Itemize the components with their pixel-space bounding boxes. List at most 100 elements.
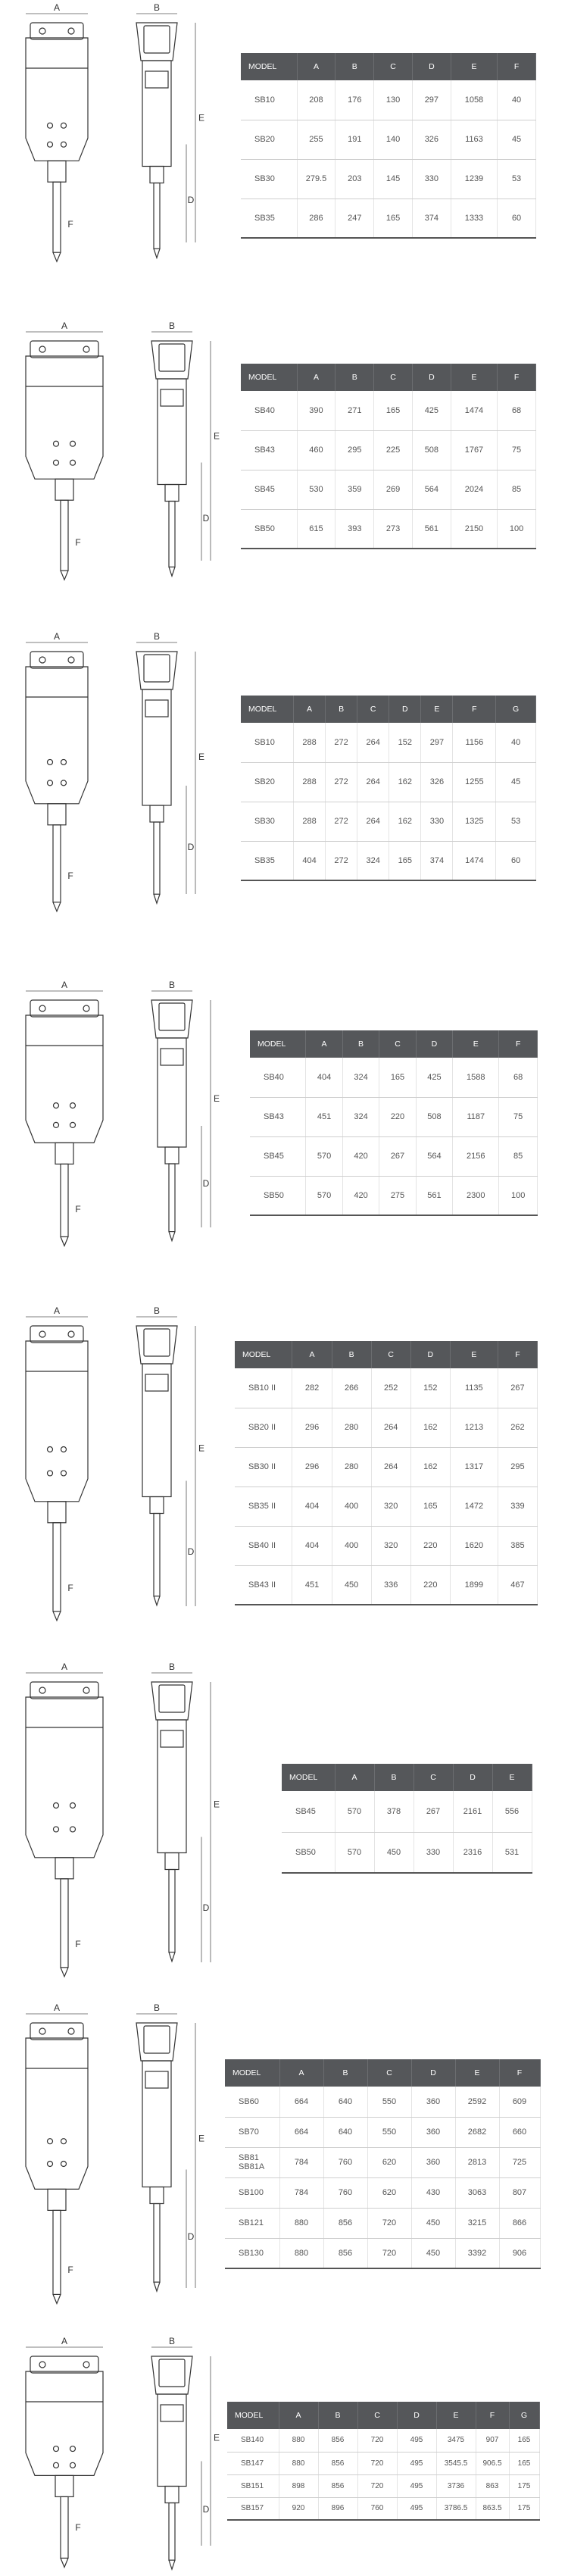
value-cell: 2592 [455,2087,500,2118]
value-cell: 175 [509,2474,540,2498]
value-cell: 425 [416,1058,454,1098]
dim-label-e: E [214,1799,220,1810]
dimension-lines [26,2346,211,2546]
dim-label-d: D [203,1178,210,1189]
table-header: B [332,1341,372,1368]
dimension-lines [26,1672,211,1962]
value-cell: 420 [342,1136,380,1177]
value-cell: 330 [420,802,454,842]
table-header: E [436,2402,476,2429]
table-header: MODEL [282,1764,335,1791]
value-cell: 297 [420,723,454,763]
breaker-side-view [25,2356,104,2568]
dim-label-d: D [188,2231,195,2242]
value-cell: 495 [397,2429,437,2453]
value-cell: 297 [412,80,451,120]
value-cell: 720 [357,2429,398,2453]
table-header: E [451,53,498,80]
table-header: C [379,1030,417,1058]
table-header: B [335,364,375,391]
model-cell: SB30 [241,159,298,199]
value-cell: 404 [293,841,326,881]
value-cell: 1333 [451,199,498,239]
model-cell: SB35 [241,199,298,239]
value-cell: 784 [279,2177,324,2209]
value-cell: 152 [389,723,422,763]
value-cell: 856 [323,2238,368,2269]
dim-label-b: B [169,1662,175,1672]
table-header: F [499,2059,541,2087]
value-cell: 220 [410,1526,451,1566]
value-cell: 495 [397,2452,437,2475]
value-cell: 100 [498,1176,538,1216]
model-cell: SB10 II [235,1368,293,1408]
table-header: A [335,1764,375,1791]
value-cell: 564 [412,470,451,510]
value-cell: 390 [297,391,336,431]
value-cell: 267 [414,1791,454,1833]
value-cell: 339 [498,1487,538,1527]
value-cell: 272 [325,762,358,802]
value-cell: 264 [371,1447,411,1487]
value-cell: 267 [498,1368,538,1408]
value-cell: 336 [371,1565,411,1605]
dim-label-e: E [198,752,204,762]
model-cell: SB45 [282,1791,335,1833]
value-cell: 130 [373,80,413,120]
value-cell: 880 [279,2208,324,2239]
value-cell: 640 [323,2117,368,2148]
value-cell: 866 [499,2208,541,2239]
dim-label-d: D [188,195,195,205]
value-cell: 863 [476,2474,510,2498]
value-cell: 784 [279,2147,324,2178]
table-header: E [450,1341,498,1368]
model-cell: SB50 [241,509,298,549]
dim-label-a: A [54,631,60,642]
dim-label-b: B [154,2,160,13]
value-cell: 393 [335,509,375,549]
value-cell: 385 [498,1526,538,1566]
value-cell: 531 [492,1832,532,1874]
dim-label-b: B [169,320,175,331]
dim-label-f: F [75,2522,80,2533]
dim-label-b: B [154,631,160,642]
value-cell: 3545.5 [436,2452,476,2475]
value-cell: 720 [367,2208,412,2239]
table-header: D [410,1341,451,1368]
dim-label-f: F [67,219,73,230]
table-header: A [279,2059,324,2087]
value-cell: 360 [411,2087,456,2118]
value-cell: 264 [357,762,390,802]
value-cell: 330 [414,1832,454,1874]
value-cell: 451 [305,1097,343,1137]
table-header: F [476,2402,510,2429]
value-cell: 3392 [455,2238,500,2269]
value-cell: 45 [495,762,536,802]
value-cell: 1317 [450,1447,498,1487]
value-cell: 330 [412,159,451,199]
dim-label-b: B [154,2002,160,2013]
table-header: E [451,364,498,391]
table-header: B [335,53,375,80]
dimension-lines [26,2013,196,2288]
value-cell: 856 [318,2429,358,2453]
value-cell: 295 [335,430,375,470]
value-cell: 324 [342,1097,380,1137]
value-cell: 374 [412,199,451,239]
model-cell: SB43 [241,430,298,470]
